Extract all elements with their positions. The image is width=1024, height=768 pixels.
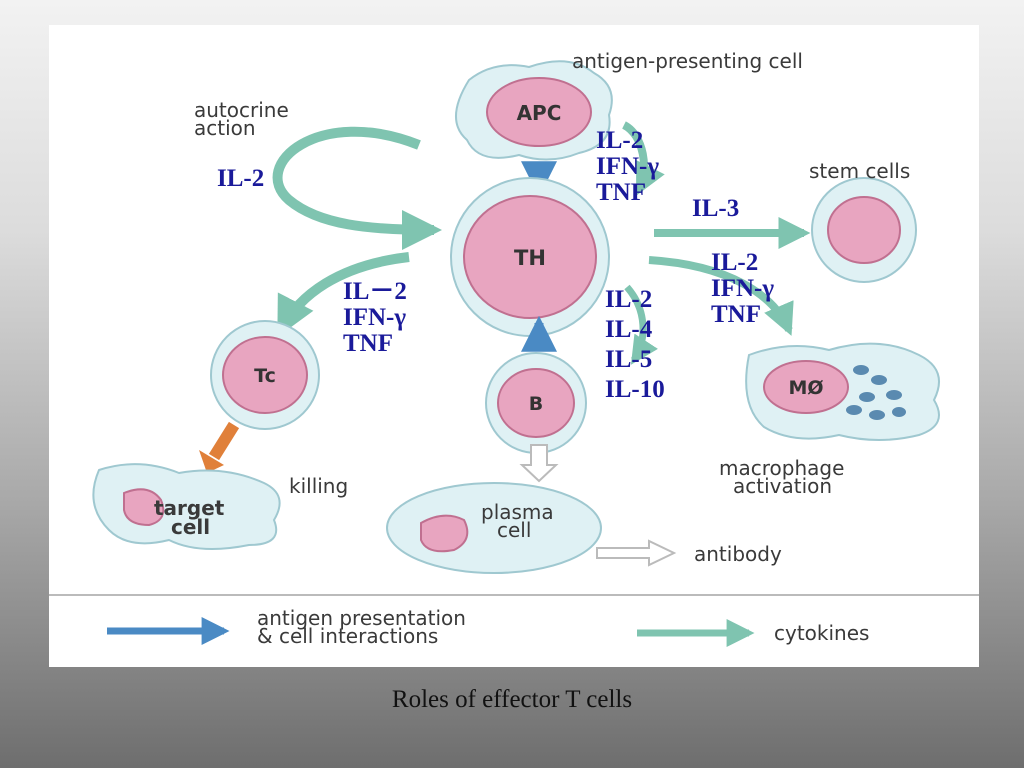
legend-blue-label-2: & cell interactions [257,624,438,648]
killing-arrow [208,421,240,461]
target-label-2: cell [171,515,210,539]
autocrine-label-2: action [194,116,256,140]
autocrine-cytokine-label: IL-2 [217,165,265,192]
stem-cytokine-label: IL-3 [692,195,740,222]
apc-cytokine-2: IFN-γ [596,153,660,180]
diagram-panel: APC antigen-presenting cell TH autocrine… [49,25,979,667]
effector-t-cell-diagram: APC antigen-presenting cell TH autocrine… [49,49,979,648]
apc-cytokine-labels: IL-2 IFN-γ TNF [596,128,659,206]
b-cell: B [485,352,587,454]
killing-label: killing [289,474,348,498]
mo-label: MØ [788,377,823,399]
b-cytokine-2: IL-4 [605,316,653,343]
th-to-macrophage-arrow [648,256,794,336]
tc-label: Tc [254,365,276,387]
macrophage-cytokine-2: IFN-γ [711,275,775,302]
apc-cytokine-arrow [621,121,665,196]
macrophage-label-1: macrophage [719,456,844,480]
macrophage-cell: MØ [745,342,940,441]
antibody-arrow [596,539,677,567]
stem-cell [811,177,917,283]
plasma-label-2: cell [497,518,531,542]
tc-cytokine-1: IL－2 [343,278,407,305]
th-cell: TH [450,177,610,337]
slide-caption: Roles of effector T cells [391,686,633,713]
b-to-plasma-arrow [519,444,559,483]
tc-cytokine-3: TNF [343,330,393,357]
legend: antigen presentation & cell interactions… [107,606,869,648]
tc-cell: Tc [210,320,320,430]
apc-cytokine-3: TNF [596,179,646,206]
b-cytokine-labels: IL-2 IL-4 IL-5 IL-10 [605,285,665,405]
tc-cytokine-labels: IL－2 IFN-γ TNF [343,279,407,357]
th-label: TH [514,246,546,270]
th-to-b-cytokine-arrow [624,284,658,365]
apc-cytokine-1: IL-2 [596,127,644,154]
b-label: B [529,393,543,415]
autocrine-arrow [272,126,442,250]
th-to-tc-arrow [276,252,410,338]
target-label-1: target [154,496,225,520]
stem-cells-label: stem cells [809,159,910,183]
legend-green-label: cytokines [774,621,869,645]
plasma-label-1: plasma [481,500,554,524]
antibody-label: antibody [694,542,782,566]
legend-blue-label-1: antigen presentation [257,606,466,630]
macrophage-cytokine-1: IL-2 [711,249,759,276]
tc-cytokine-2: IFN-γ [343,304,407,331]
macrophage-label-2: activation [733,474,832,498]
plasma-cell [386,482,602,574]
macrophage-cytokine-3: TNF [711,301,761,328]
macrophage-cytokine-labels: IL-2 IFN-γ TNF [711,250,774,328]
b-cytokine-4: IL-10 [605,376,665,403]
apc-cell: APC [455,60,613,161]
target-cell [92,463,281,550]
b-cytokine-1: IL-2 [605,286,653,313]
autocrine-label-1: autocrine [194,98,289,122]
apc-caption: antigen-presenting cell [572,49,803,73]
apc-label: APC [517,101,562,125]
b-cytokine-3: IL-5 [605,346,653,373]
